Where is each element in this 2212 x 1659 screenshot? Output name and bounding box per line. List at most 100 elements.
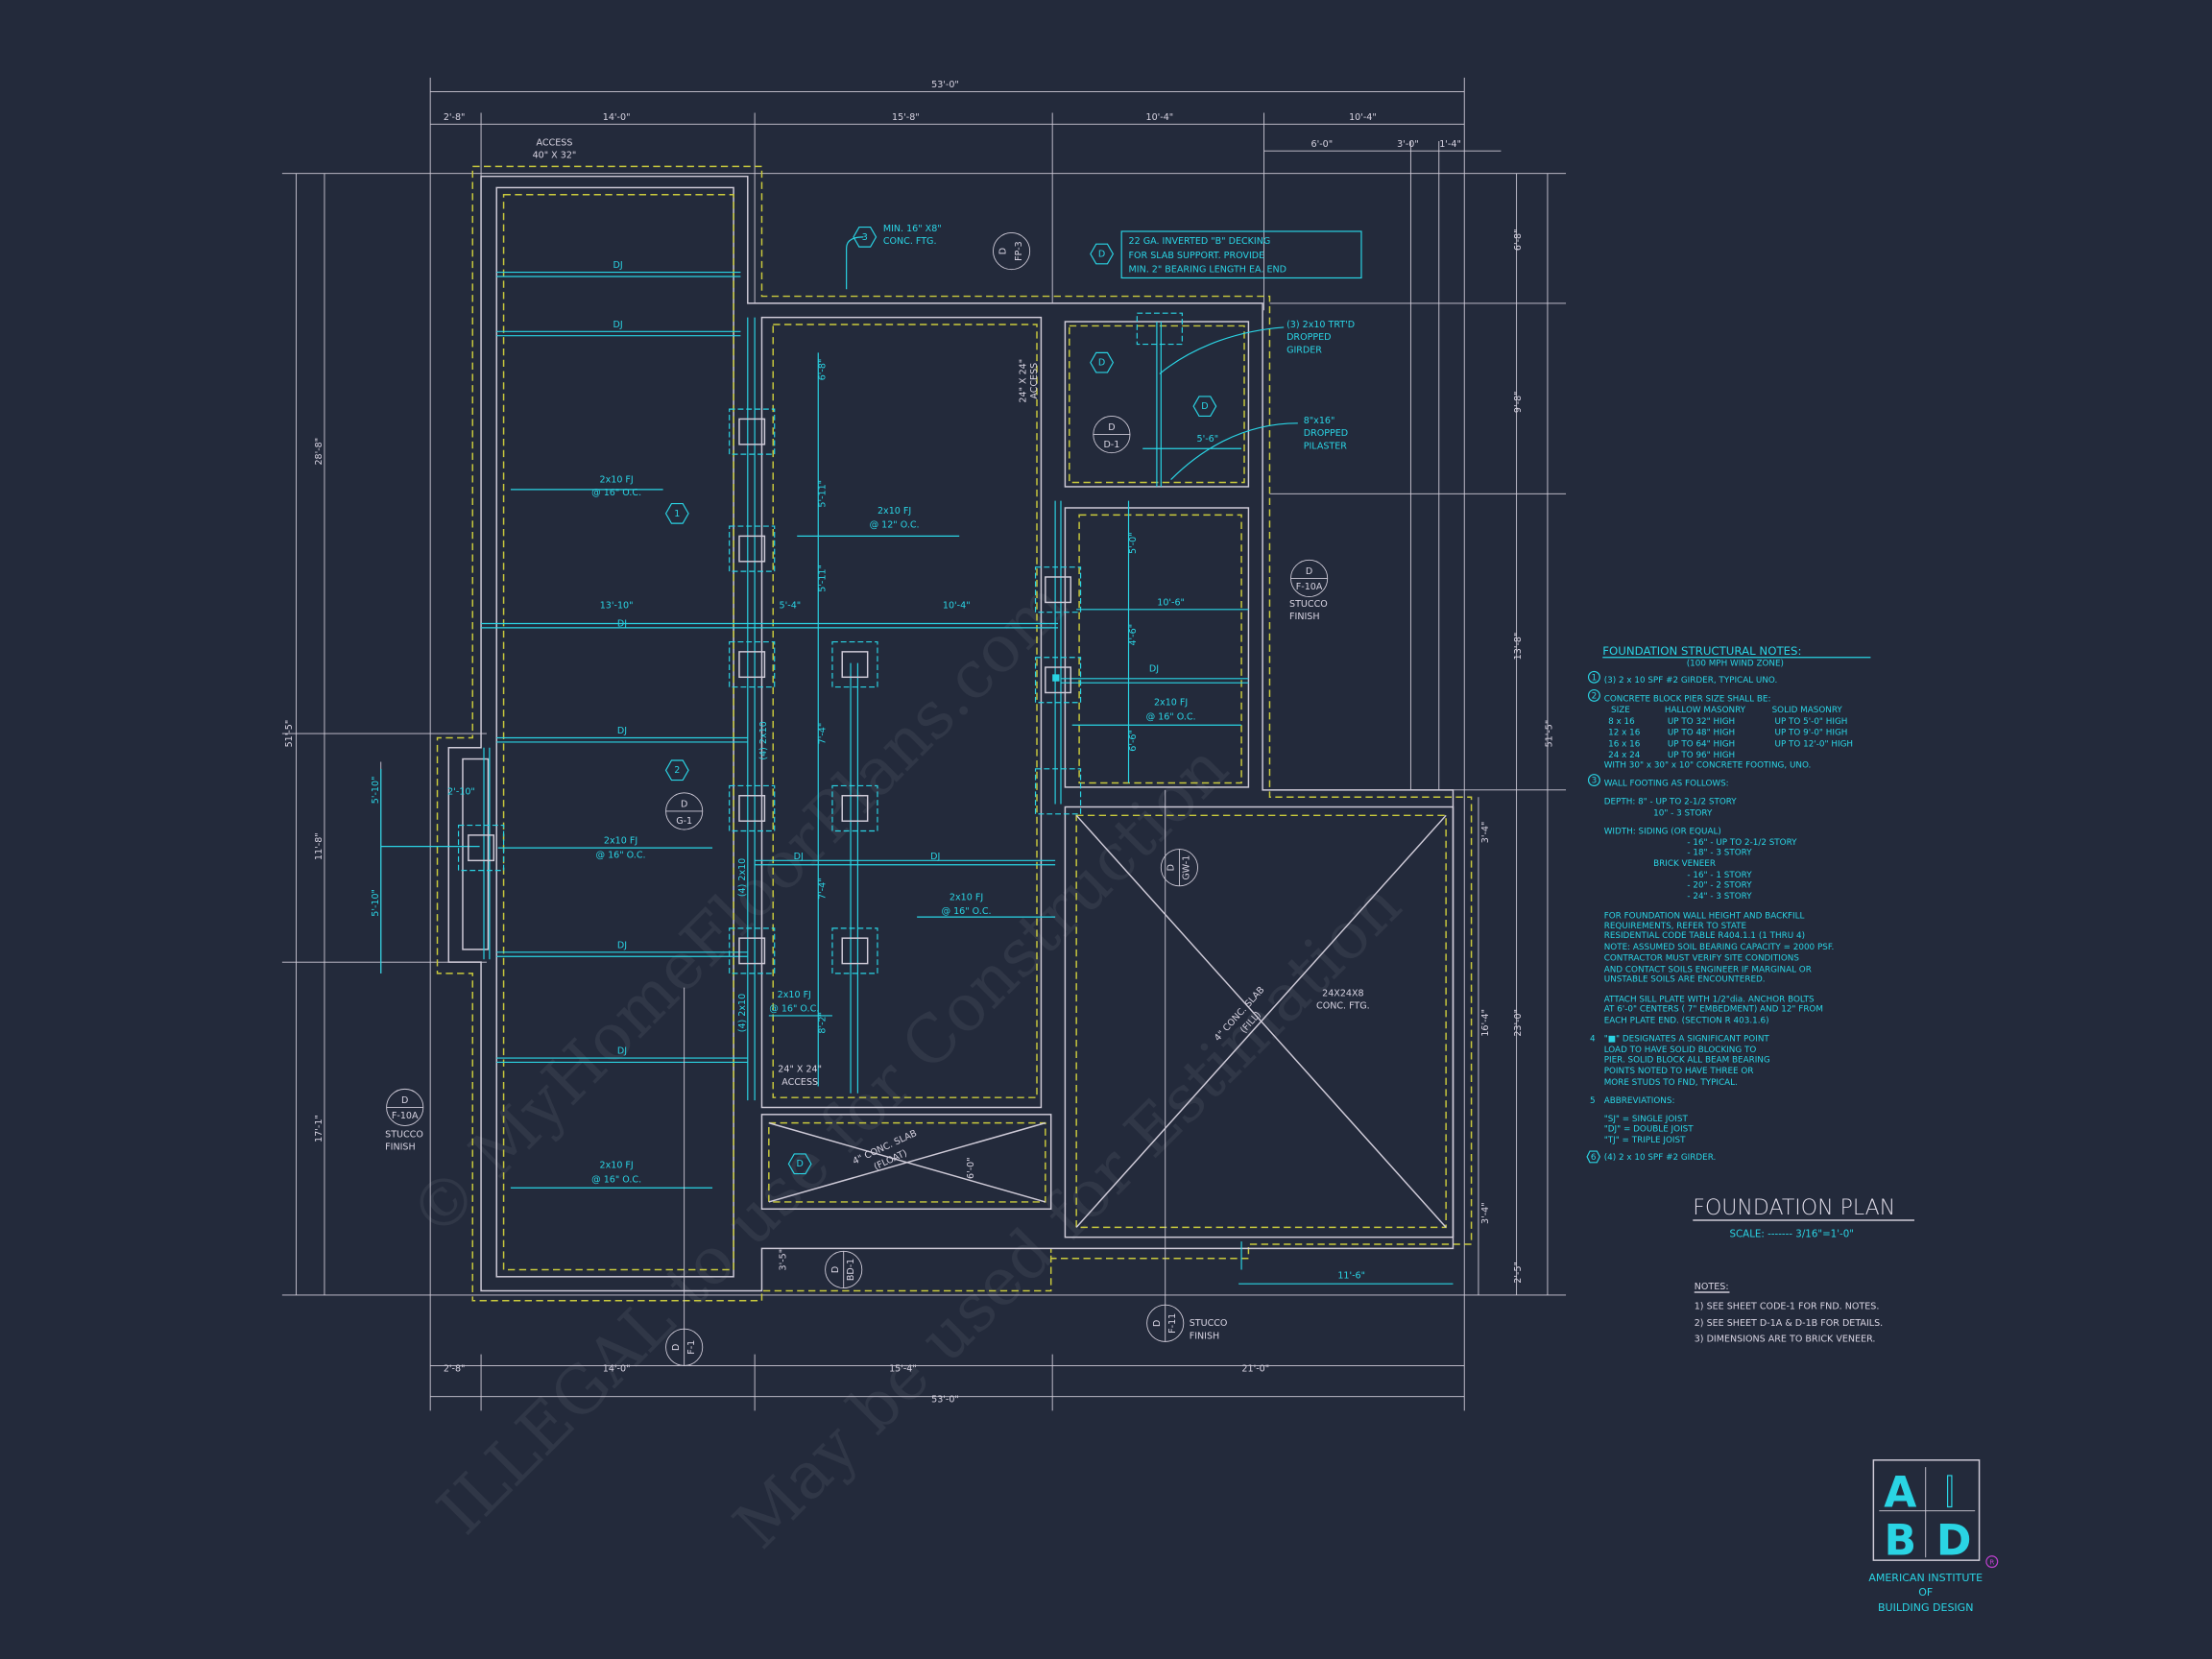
- note-attach: EACH PLATE END. (SECTION R 403.1.6): [1604, 1016, 1769, 1025]
- table-cell: UP TO 64" HIGH: [1668, 739, 1735, 749]
- abbreviation: "SJ" = SINGLE JOIST: [1604, 1115, 1689, 1124]
- table-header: SOLID MASONRY: [1772, 706, 1843, 715]
- dimension-labels: 53'-0" 2'-8" 14'-0" 15'-8" 10'-4" 10'-4"…: [284, 80, 1554, 1405]
- svg-text:3: 3: [1592, 777, 1598, 786]
- girder-note: GIRDER: [1286, 345, 1322, 355]
- callout-text: D: [1166, 864, 1177, 871]
- sheet-note: 2) SEE SHEET D-1A & D-1B FOR DETAILS.: [1695, 1318, 1883, 1329]
- dim-label: 6'-0": [1311, 139, 1334, 150]
- finish-label: FINISH: [1289, 612, 1320, 622]
- finish-label: FINISH: [385, 1142, 416, 1153]
- dim-label: 15'-8": [892, 112, 920, 123]
- callout-text: D: [681, 799, 687, 809]
- callout-text: D: [1152, 1320, 1163, 1327]
- note-3-line: DEPTH: 8" - UP TO 2-1/2 STORY: [1604, 798, 1738, 807]
- floor-joist-label: 2x10 FJ: [950, 892, 983, 902]
- callout-text: F-10A: [1296, 582, 1323, 592]
- girder-note: DROPPED: [1286, 332, 1331, 343]
- dim-label: 2'-8": [444, 1363, 466, 1374]
- dim-label: 21'-0": [1241, 1363, 1269, 1374]
- dim-label: 6'-8": [1513, 228, 1524, 251]
- dim-label: 2'-5": [1513, 1262, 1524, 1284]
- tag-d: D: [1090, 243, 1115, 265]
- joist-label: DJ: [617, 1046, 627, 1057]
- callout-text: D: [671, 1344, 682, 1351]
- note-paragraph: NOTE: ASSUMED SOIL BEARING CAPACITY = 20…: [1604, 943, 1835, 952]
- callout-text: D: [1108, 422, 1115, 433]
- dim-label: 15'-4": [889, 1363, 917, 1374]
- table-cell: 8 x 16: [1608, 717, 1635, 727]
- dim-label: 10'-4": [943, 600, 971, 611]
- callout-text: D: [401, 1095, 408, 1106]
- floor-joist-label: 2x10 FJ: [1154, 698, 1188, 709]
- note-3-line: BRICK VENEER: [1653, 859, 1716, 869]
- footing-label: CONC. FTG.: [1316, 1001, 1370, 1012]
- dim-label: 9'-8": [1513, 391, 1524, 413]
- dim-label: 53'-0": [931, 1395, 959, 1406]
- table-cell: UP TO 5'-0" HIGH: [1775, 717, 1848, 727]
- note-3-line: - 16" - 1 STORY: [1687, 871, 1752, 880]
- notes-subheading: (100 MPH WIND ZONE): [1687, 660, 1784, 669]
- access-label: 24" X 24": [778, 1065, 822, 1075]
- callout-f10a[interactable]: DF-10A: [1290, 559, 1329, 597]
- finish-label: FINISH: [1190, 1331, 1220, 1341]
- girder-note: (3) 2x10 TRT'D: [1286, 320, 1355, 330]
- callout-d1[interactable]: DD-1: [1093, 416, 1131, 454]
- aibd-logo: A I B D R AMERICAN INSTITUTE OF BUILDING…: [1868, 1459, 1999, 1614]
- footing-label: MIN. 16" X8": [883, 224, 942, 234]
- tag-text: D: [1201, 401, 1208, 412]
- dim-label: 5'-6": [1197, 434, 1219, 445]
- drawing-scale: SCALE: ------- 3/16"=1'-0": [1729, 1229, 1854, 1240]
- joist-label: DJ: [617, 618, 627, 629]
- note-4: MORE STUDS TO FND, TYPICAL.: [1604, 1078, 1738, 1088]
- note-5: ABBREVIATIONS:: [1604, 1096, 1675, 1106]
- notes-heading: FOUNDATION STRUCTURAL NOTES:: [1602, 644, 1801, 658]
- spacing-label: @ 16" O.C.: [769, 1004, 819, 1015]
- registered-mark: R: [1989, 1558, 1994, 1567]
- tag-text: D: [1098, 249, 1105, 259]
- dim-label: 3'-5": [778, 1249, 788, 1271]
- callout-text: F-11: [1167, 1313, 1178, 1334]
- tag-text: 3: [862, 232, 868, 243]
- joist-label: DJ: [1149, 663, 1159, 674]
- dim-label: 10'-4": [1146, 112, 1174, 123]
- dim-label: 14'-0": [603, 1363, 631, 1374]
- logo-name: AMERICAN INSTITUTE: [1868, 1572, 1983, 1584]
- dim-label: 14'-0": [603, 112, 631, 123]
- logo-letter: B: [1884, 1516, 1916, 1565]
- dim-label: 53'-0": [931, 80, 959, 90]
- note-4: "■" DESIGNATES A SIGNIFICANT POINT: [1604, 1034, 1770, 1044]
- dim-label: 1'-4": [1439, 139, 1461, 150]
- finish-label: STUCCO: [1190, 1318, 1228, 1329]
- joist-label: DJ: [930, 852, 940, 862]
- note-paragraph: UNSTABLE SOILS ARE ENCOUNTERED.: [1604, 975, 1766, 985]
- tag-text: 2: [674, 765, 680, 776]
- callout-text: F-10A: [392, 1111, 419, 1121]
- abbreviation: "DJ" = DOUBLE JOIST: [1604, 1124, 1695, 1134]
- note-paragraph: RESIDENTIAL CODE TABLE R404.1.1 (1 THRU …: [1604, 931, 1805, 941]
- dim-label: 10'-6": [1157, 597, 1185, 608]
- framing: [380, 272, 1454, 1285]
- dim-label: 23'-0": [1513, 1009, 1524, 1037]
- callout-f11[interactable]: D F-11: [1146, 789, 1185, 1342]
- callout-g1[interactable]: DG-1: [665, 792, 704, 830]
- dim-label: 6'-0": [966, 1157, 976, 1179]
- table-cell: 16 x 16: [1608, 739, 1641, 749]
- decking-note: MIN. 2" BEARING LENGTH EA. END: [1129, 265, 1286, 276]
- note-1: (3) 2 x 10 SPF #2 GIRDER, TYPICAL UNO.: [1604, 676, 1778, 685]
- dim-label: 13'-10": [600, 600, 634, 611]
- dim-label: 51'-5": [284, 720, 295, 748]
- note-paragraph: AND CONTACT SOILS ENGINEER IF MARGINAL O…: [1604, 965, 1812, 974]
- tag-2: 2: [664, 759, 689, 781]
- note-3-line: - 24" - 3 STORY: [1687, 892, 1752, 902]
- spacing-label: @ 16" O.C.: [591, 1174, 641, 1185]
- dim-label: 8'-2": [818, 1012, 829, 1034]
- callout-f10a[interactable]: D F-10A: [386, 1088, 424, 1127]
- sheet-notes-heading: NOTES:: [1695, 1282, 1729, 1292]
- spacing-label: @ 16" O.C.: [596, 850, 646, 860]
